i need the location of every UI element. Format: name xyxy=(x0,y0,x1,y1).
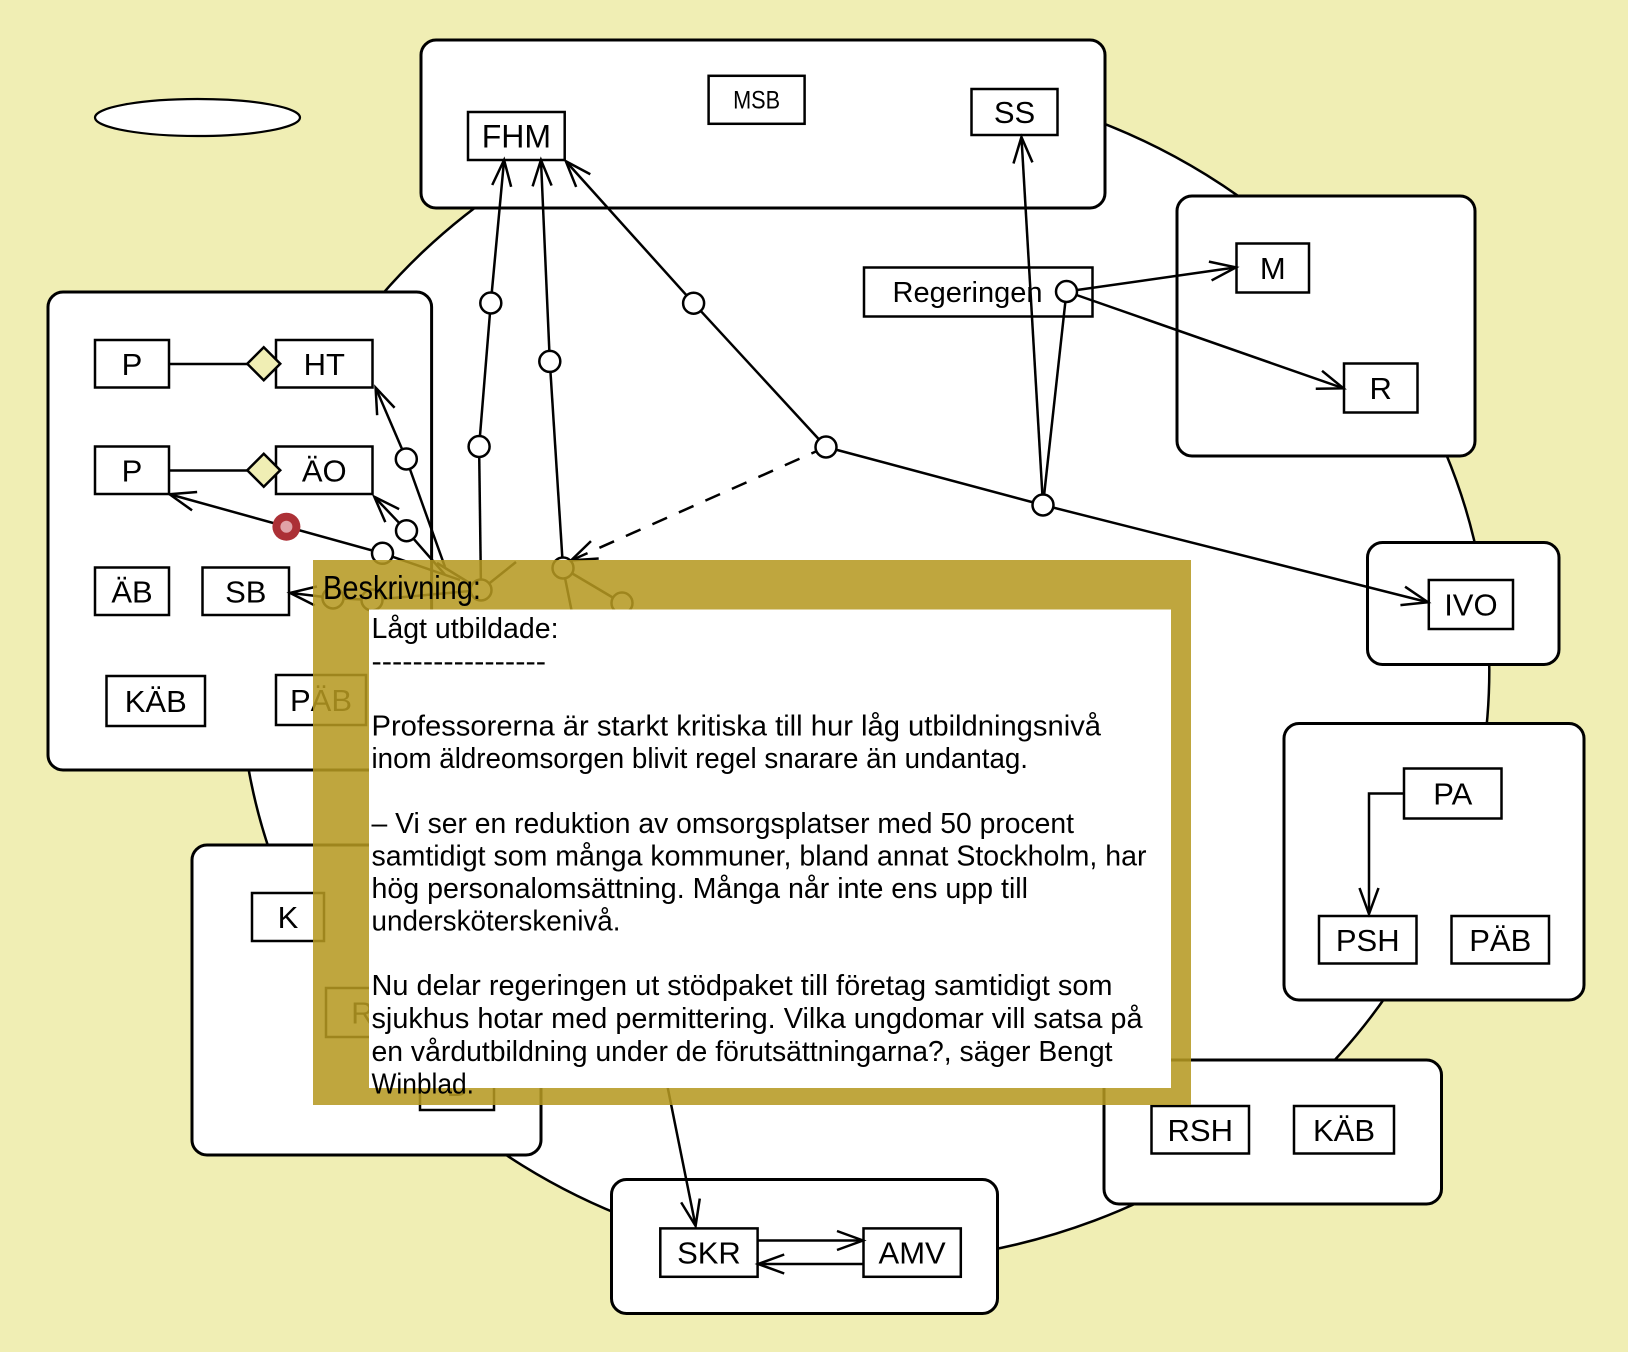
svg-text:samtidigt som många kommuner,: samtidigt som många kommuner, bland anna… xyxy=(372,841,1147,873)
svg-text:inom äldreomsorgen blivit rege: inom äldreomsorgen blivit regel snarare … xyxy=(372,743,1029,775)
svg-text:undersköterskenivå.: undersköterskenivå. xyxy=(372,906,621,938)
svg-text:en vårdutbildning under de för: en vårdutbildning under de förutsättning… xyxy=(372,1036,1113,1068)
svg-text:HT: HT xyxy=(304,347,345,382)
svg-text:KÄB: KÄB xyxy=(125,684,187,719)
svg-text:AMV: AMV xyxy=(879,1236,947,1271)
svg-text:– Vi ser en reduktion av omsor: – Vi ser en reduktion av omsorgsplatser … xyxy=(372,808,1075,840)
svg-text:sjukhus hotar med permittering: sjukhus hotar med permittering. Vilka un… xyxy=(372,1003,1144,1035)
svg-text:K: K xyxy=(278,900,299,935)
svg-text:IVO: IVO xyxy=(1444,588,1497,623)
svg-text:PSH: PSH xyxy=(1336,923,1400,958)
svg-text:PA: PA xyxy=(1433,777,1472,812)
svg-text:PÄB: PÄB xyxy=(1469,923,1531,958)
svg-text:KÄB: KÄB xyxy=(1313,1113,1375,1148)
svg-text:R: R xyxy=(1370,371,1392,406)
svg-text:Winblad.: Winblad. xyxy=(372,1069,475,1101)
svg-text:MSB: MSB xyxy=(733,87,780,115)
svg-text:SS: SS xyxy=(994,95,1035,130)
svg-text:SB: SB xyxy=(225,574,266,609)
svg-text:SKR: SKR xyxy=(677,1236,741,1271)
svg-text:Lågt utbildade:: Lågt utbildade: xyxy=(372,613,559,645)
svg-text:P: P xyxy=(122,453,143,488)
svg-text:-----------------: ----------------- xyxy=(372,646,547,678)
svg-text:RSH: RSH xyxy=(1168,1113,1233,1148)
svg-text:Regeringen: Regeringen xyxy=(893,277,1043,309)
svg-text:Professorerna är starkt kritis: Professorerna är starkt kritiska till hu… xyxy=(372,710,1102,742)
svg-text:ÄB: ÄB xyxy=(111,574,152,609)
svg-text:P: P xyxy=(122,347,143,382)
svg-text:Beskrivning:: Beskrivning: xyxy=(323,569,481,606)
svg-text:ÄO: ÄO xyxy=(302,453,347,488)
svg-text:hög personalomsättning. Många: hög personalomsättning. Många når inte e… xyxy=(372,873,1029,905)
svg-text:FHM: FHM xyxy=(482,118,551,154)
svg-text:M: M xyxy=(1260,251,1286,286)
svg-text:Nu delar regeringen ut stödpak: Nu delar regeringen ut stödpaket till fö… xyxy=(372,970,1113,1002)
